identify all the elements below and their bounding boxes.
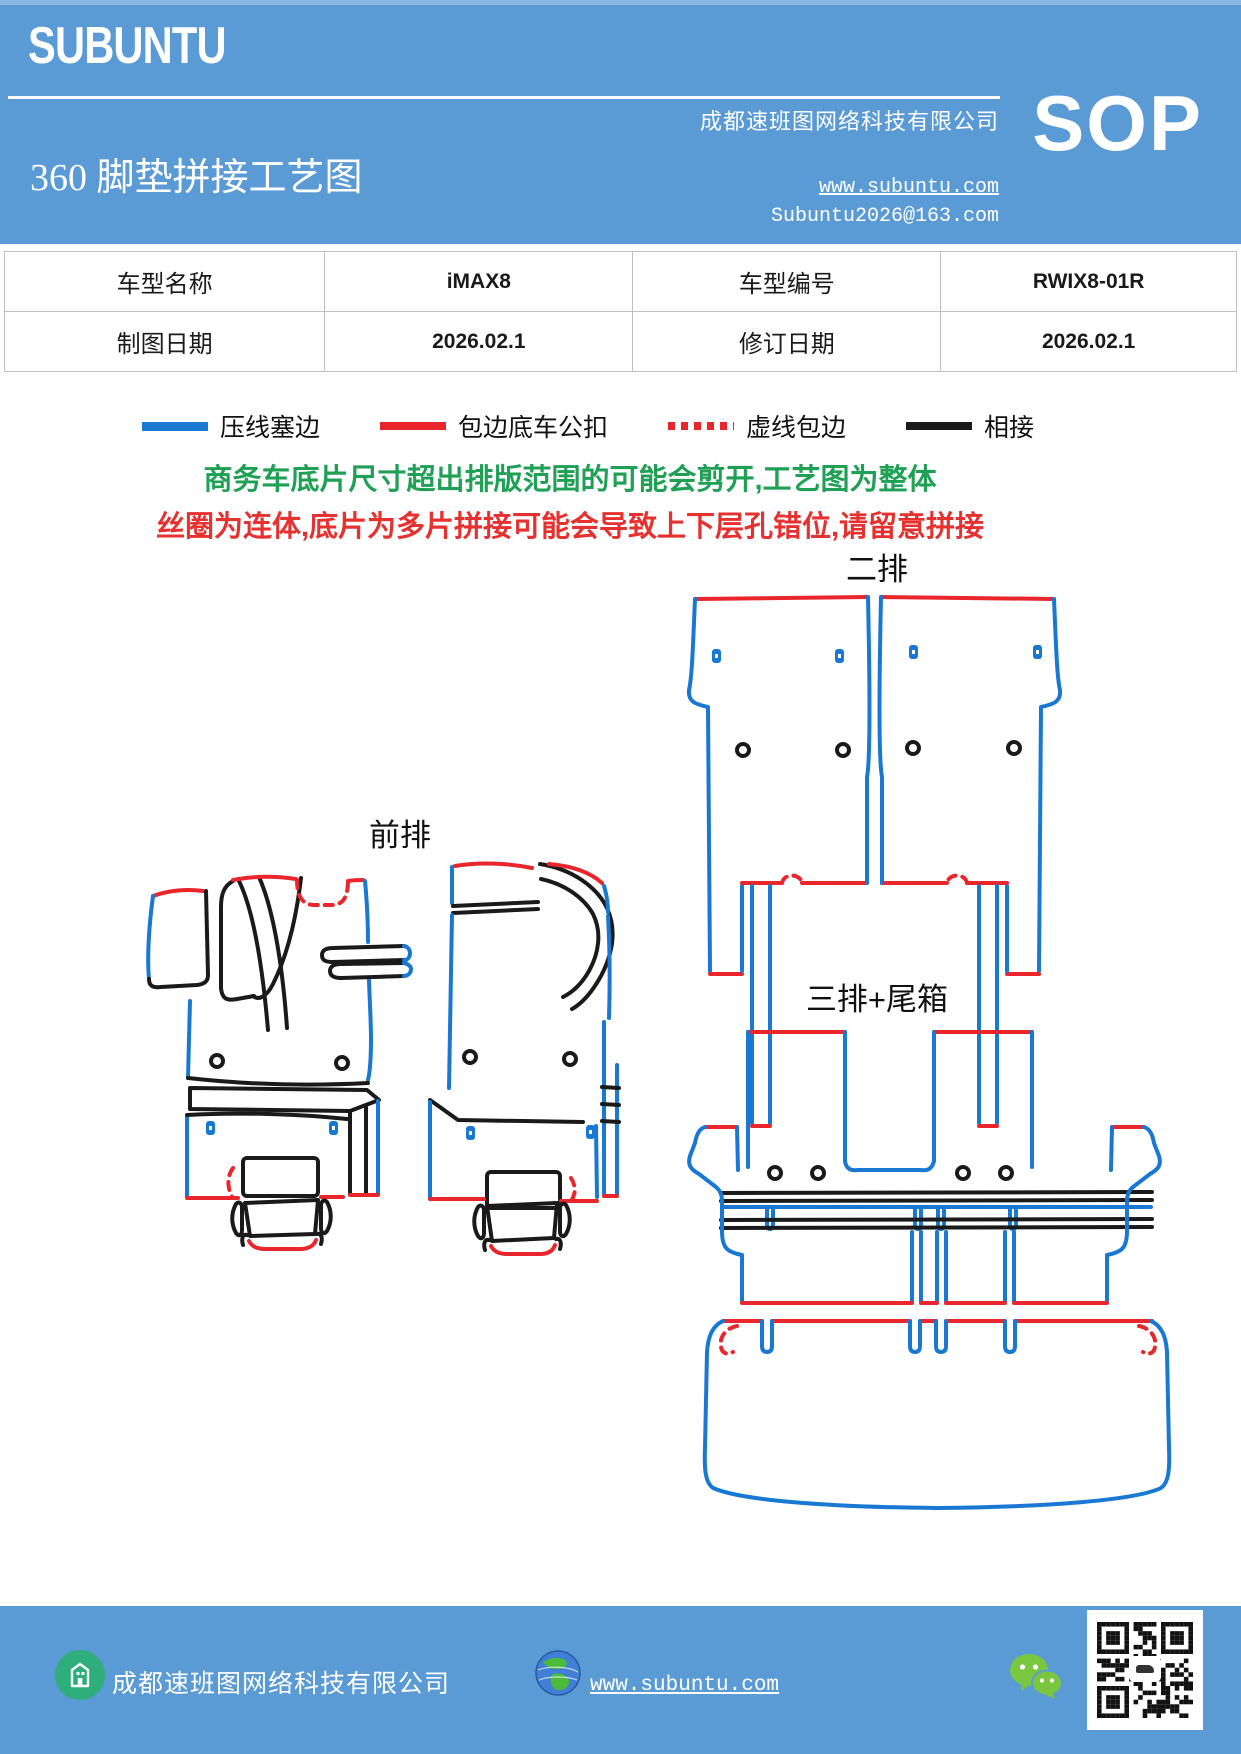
brand-logo: SUBUNTU [28, 17, 227, 75]
header-email: Subuntu2026@163.com [770, 205, 999, 228]
legend-label: 相接 [984, 415, 1035, 442]
footer: 成都速班图网络科技有限公司 www.subuntu.com [0, 1606, 1241, 1754]
black-line-swatch [906, 422, 973, 430]
footer-company-name: 成都速班图网络科技有限公司 [112, 1671, 451, 1698]
vehicle-info-table: 车型名称 iMAX8 车型编号 RWIX8-01R 制图日期 2026.02.1… [3, 251, 1237, 372]
second-row-left-mat [686, 595, 872, 1128]
legend-label: 虚线包边 [746, 415, 847, 442]
page-title: 360 脚垫拼接工艺图 [30, 157, 363, 199]
trunk-mat [702, 1319, 1172, 1510]
red-line-swatch [380, 422, 447, 430]
revise-date-value: 2026.02.1 [940, 311, 1237, 372]
draw-date-label: 制图日期 [3, 311, 326, 372]
second-row-label: 二排 [846, 552, 908, 587]
table-row: 制图日期 2026.02.1 修订日期 2026.02.1 [3, 311, 1237, 372]
driver-mat [146, 874, 413, 1251]
header: SUBUNTU 360 脚垫拼接工艺图 成都速班图网络科技有限公司 www.su… [0, 0, 1241, 244]
notice-line-green: 商务车底片尺寸超出排版范围的可能会剪开,工艺图为整体 [203, 464, 937, 496]
third-row-trunk-label: 三排+尾箱 [806, 982, 948, 1017]
line-type-legend: 压线塞边 包边底车公扣 虚线包边 相接 [142, 408, 1034, 444]
model-name-label: 车型名称 [3, 251, 326, 312]
model-code-label: 车型编号 [632, 251, 942, 312]
draw-date-value: 2026.02.1 [324, 311, 634, 372]
second-row-diagram: 二排 [686, 552, 1063, 1128]
blue-line-swatch [142, 421, 208, 431]
legend-item-dashed-edge: 虚线包边 [668, 408, 846, 444]
company-logo-icon [55, 1650, 105, 1700]
revise-date-label: 修订日期 [632, 311, 942, 372]
qr-center-logo [1129, 1656, 1161, 1682]
third-row-trunk-diagram: 三排+尾箱 [687, 982, 1172, 1510]
third-row-mat [687, 1030, 1162, 1305]
model-code-value: RWIX8-01R [940, 251, 1237, 312]
header-top-strip [0, 0, 1241, 5]
globe-icon [535, 1650, 581, 1696]
header-divider-line [8, 96, 1000, 99]
legend-label: 包边底车公扣 [458, 415, 609, 442]
legend-item-edge-buckle: 包边底车公扣 [380, 408, 608, 444]
model-name-value: iMAX8 [324, 251, 634, 312]
header-contact-block: 成都速班图网络科技有限公司 www.subuntu.com Subuntu202… [700, 104, 999, 228]
table-row: 车型名称 iMAX8 车型编号 RWIX8-01R [3, 251, 1237, 312]
passenger-mat [428, 861, 621, 1256]
notice-line-red: 丝圈为连体,底片为多片拼接可能会导致上下层孔错位,请留意拼接 [155, 511, 985, 543]
mat-splicing-diagram: 二排 [146, 552, 1172, 1510]
second-row-right-mat [877, 595, 1063, 1128]
header-company-name: 成都速班图网络科技有限公司 [699, 109, 999, 134]
sop-badge: SOP [1032, 79, 1203, 167]
footer-website-link[interactable]: www.subuntu.com [590, 1674, 780, 1697]
red-dashed-swatch [668, 422, 735, 430]
legend-label: 压线塞边 [220, 415, 321, 442]
notice-block: 商务车底片尺寸超出排版范围的可能会剪开,工艺图为整体 丝圈为连体,底片为多片拼接… [0, 456, 1140, 545]
wechat-icon [1010, 1654, 1063, 1699]
qr-code [1087, 1610, 1203, 1730]
front-row-label: 前排 [369, 818, 431, 853]
header-website-link[interactable]: www.subuntu.com [818, 176, 999, 199]
front-row-diagram: 前排 [146, 818, 621, 1256]
legend-item-joint: 相接 [906, 408, 1034, 444]
legend-item-press-line: 压线塞边 [142, 408, 320, 444]
building-icon [70, 1662, 90, 1688]
